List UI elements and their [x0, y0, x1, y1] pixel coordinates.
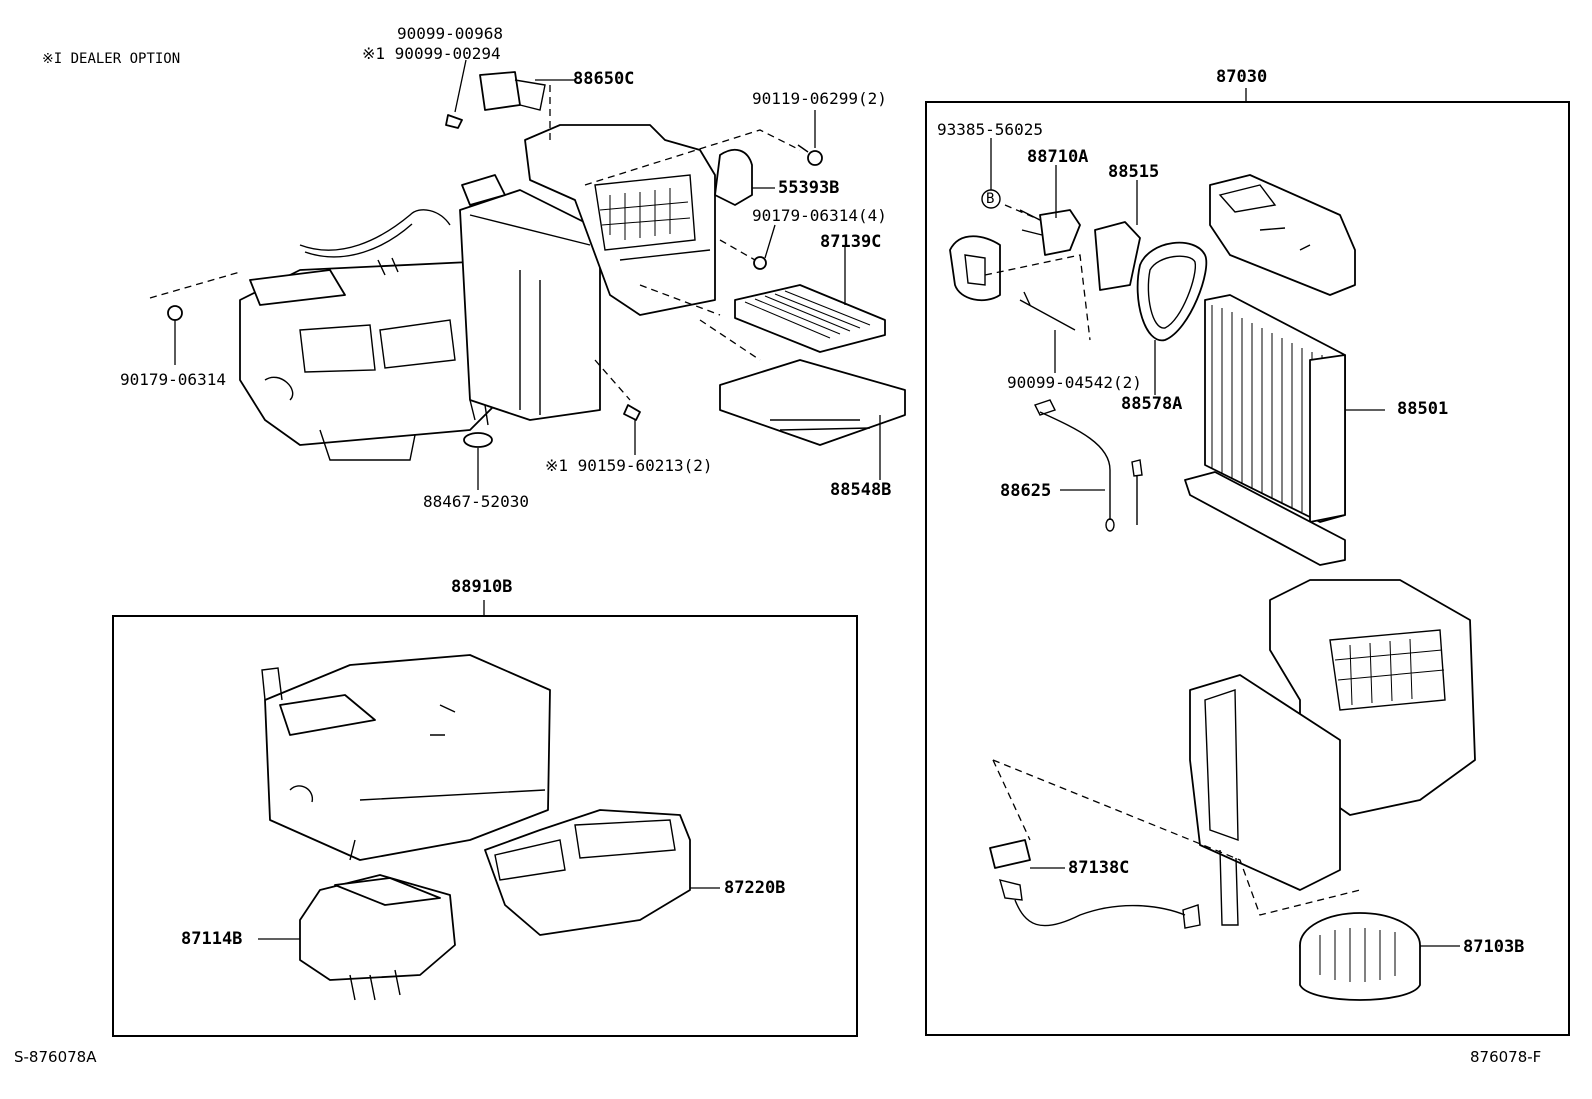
group-label-88910b: 88910B	[451, 577, 513, 597]
small-parts-illustration	[949, 189, 1421, 1001]
group-box-88910b	[112, 615, 858, 1037]
label-55393b: 55393B	[778, 178, 840, 198]
label-87139c: 87139C	[820, 232, 882, 252]
label-90179-06314-4: 90179-06314(4)	[752, 206, 887, 225]
label-88515: 88515	[1108, 162, 1160, 182]
label-87138c: 87138C	[1068, 858, 1130, 878]
label-88467-52030: 88467-52030	[423, 492, 529, 511]
evaporator-case-upper-illustration	[1209, 174, 1356, 296]
heater-case-illustration	[261, 654, 551, 861]
label-88501: 88501	[1397, 399, 1449, 419]
label-88548b: 88548B	[830, 480, 892, 500]
label-88710a: 88710A	[1027, 147, 1089, 167]
diagram-code-left: S-876078A	[14, 1048, 97, 1066]
group-label-87030: 87030	[1216, 67, 1268, 87]
evaporator-88501-illustration	[1184, 294, 1346, 566]
label-90099-00968: 90099-00968	[397, 24, 503, 43]
dealer-option-note: ※I DEALER OPTION	[42, 51, 181, 67]
label-b-marker: B	[986, 191, 995, 207]
diagram-code-right: 876078-F	[1470, 1048, 1542, 1066]
label-88578a: 88578A	[1121, 394, 1183, 414]
group-box-87030	[925, 101, 1570, 1036]
label-87114b: 87114B	[181, 929, 243, 949]
label-90159-60213: ※1 90159-60213(2)	[545, 456, 713, 475]
label-90179-06314: 90179-06314	[120, 370, 226, 389]
label-87220b: 87220B	[724, 878, 786, 898]
label-90099-04542: 90099-04542(2)	[1007, 373, 1142, 392]
hvac-assembly-illustration	[167, 71, 906, 461]
label-93385-56025: 93385-56025	[937, 120, 1043, 139]
label-90099-00294: ※1 90099-00294	[362, 44, 501, 63]
evaporator-case-lower-illustration	[1189, 579, 1476, 926]
label-88625: 88625	[1000, 481, 1052, 501]
blower-case-illustration	[484, 809, 691, 936]
label-90119-06299: 90119-06299(2)	[752, 89, 887, 108]
label-88650c: 88650C	[573, 69, 635, 89]
duct-87114b-illustration	[299, 874, 456, 1001]
label-87103b: 87103B	[1463, 937, 1525, 957]
